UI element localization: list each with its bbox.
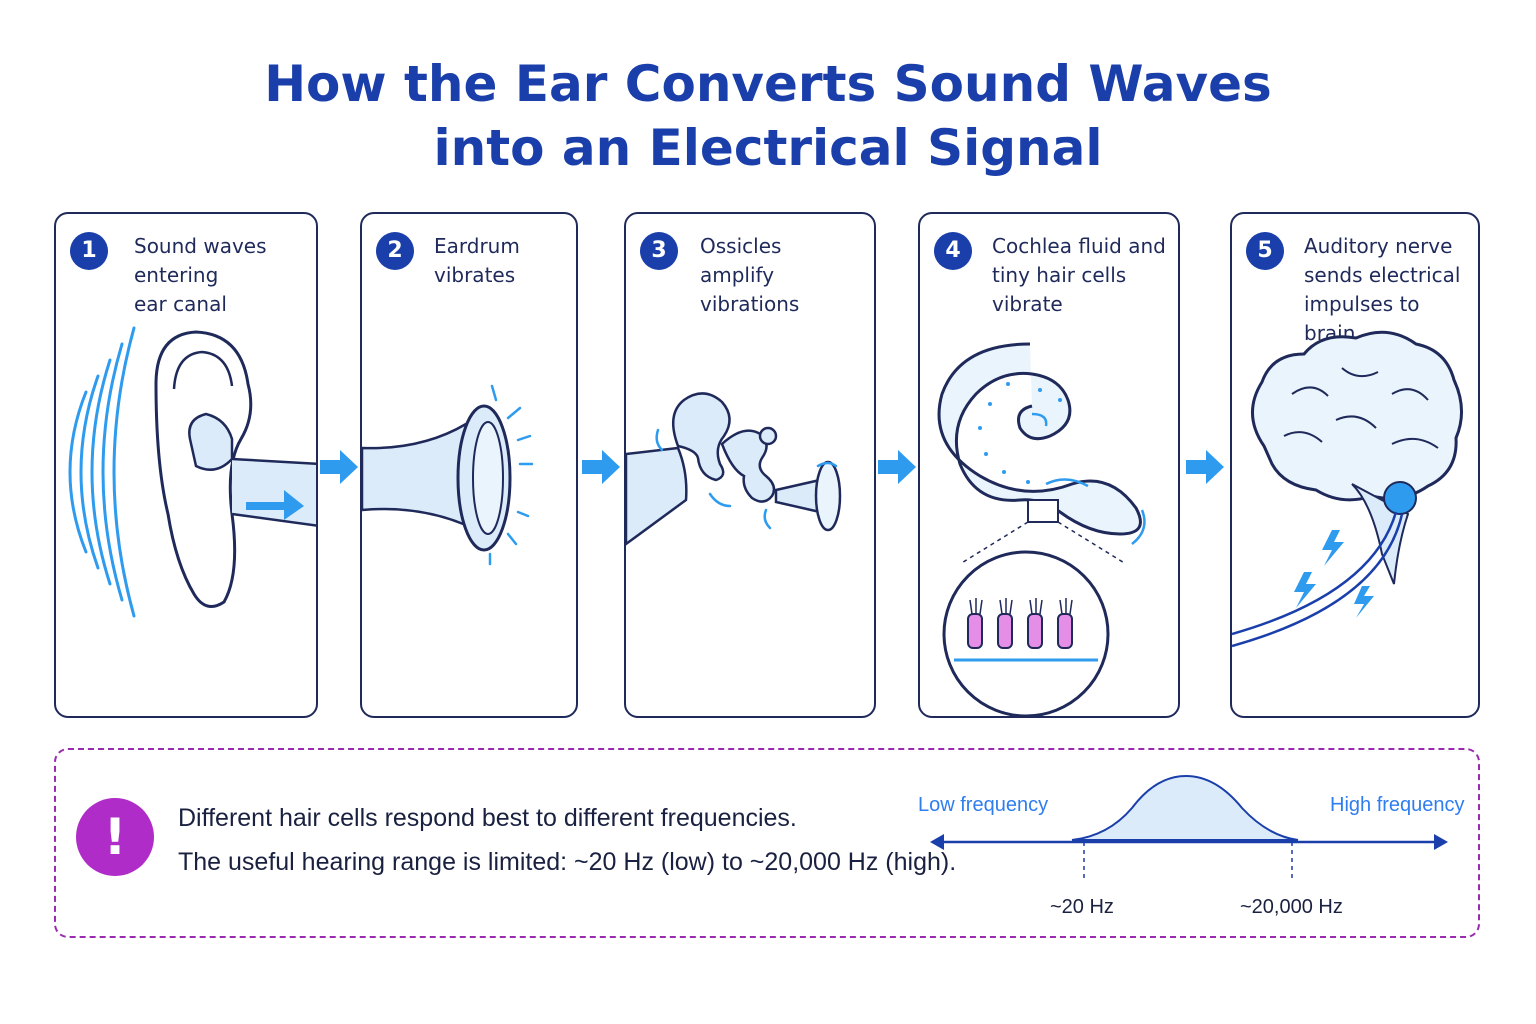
- step-number-badge: 1: [70, 232, 108, 270]
- step-caption: Ossicles amplify vibrations: [700, 234, 800, 316]
- frequency-response-curve: [1071, 774, 1299, 841]
- page-title: How the Ear Converts Sound Waves into an…: [0, 52, 1536, 180]
- step-number-badge: 5: [1246, 232, 1284, 270]
- max-frequency-tick-label: ~20,000 Hz: [1240, 896, 1343, 918]
- flow-arrow-4: [1186, 450, 1224, 484]
- brain-icon: [1232, 330, 1463, 648]
- low-frequency-label: Low frequency: [918, 794, 1049, 816]
- cochlea-icon: [937, 342, 1146, 716]
- note-line-1: Different hair cells respond best to dif…: [178, 804, 797, 832]
- min-frequency-tick-label: ~20 Hz: [1050, 896, 1114, 918]
- flow-arrow-1: [320, 450, 358, 484]
- title-line-1: How the Ear Converts Sound Waves: [264, 55, 1272, 113]
- frequency-note-box: ! Different hair cells respond best to d…: [54, 748, 1480, 938]
- flow-arrow-2: [582, 450, 620, 484]
- axis-arrow-left: [930, 834, 944, 850]
- note-line-2: The useful hearing range is limited: ~20…: [178, 848, 957, 876]
- ear-icon: [68, 326, 316, 618]
- axis-arrow-right: [1434, 834, 1448, 850]
- eardrum-icon: [362, 384, 534, 566]
- step-panel-5: 5 Auditory nerve sends electrical impuls…: [1230, 212, 1480, 718]
- flow-arrow-3: [878, 450, 916, 484]
- step-panel-2: 2 Eardrum vibrates: [360, 212, 578, 718]
- step-panel-1: 1 Sound waves entering ear canal: [54, 212, 318, 718]
- step-number-badge: 4: [934, 232, 972, 270]
- step-number-badge: 3: [640, 232, 678, 270]
- step-caption: Eardrum vibrates: [434, 234, 520, 287]
- step-caption: Cochlea fluid and tiny hair cells vibrat…: [992, 234, 1166, 316]
- step-caption: Auditory nerve sends electrical impulses…: [1304, 234, 1461, 345]
- step-panel-3: 3 Ossicles amplify vibrations: [624, 212, 876, 718]
- frequency-response-graph: [930, 774, 1448, 882]
- step-number-badge: 2: [376, 232, 414, 270]
- step-panel-4: 4 Cochlea fluid and tiny hair cells vibr…: [918, 212, 1180, 718]
- ossicles-icon: [626, 392, 842, 546]
- step-caption: Sound waves entering ear canal: [134, 234, 267, 316]
- high-frequency-label: High frequency: [1330, 794, 1465, 816]
- title-line-2: into an Electrical Signal: [433, 119, 1103, 177]
- exclamation-icon: !: [76, 798, 154, 876]
